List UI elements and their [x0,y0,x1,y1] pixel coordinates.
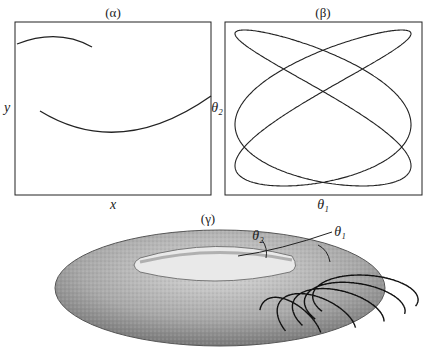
plot-frame [225,22,422,195]
axis-label: θ₁ [317,198,329,212]
trajectory-arc [17,37,92,47]
angle-marker [238,232,332,256]
axis-label: θ₁ [334,225,346,239]
panel-label: (α) [105,6,120,19]
panel-label: (γ) [201,212,215,225]
angle-marker [318,245,330,262]
panel-label: (β) [315,6,330,19]
axis-label: θ₂ [211,101,223,115]
axis-label: θ₂ [252,229,264,243]
trajectory-arc [40,96,211,132]
axis-label: y [4,101,10,115]
lissajous-curve [235,30,411,186]
torus-hole [134,246,296,281]
torus-body [55,230,385,346]
torus-texture [55,230,385,346]
plot-frame [15,22,211,195]
hole-shade [140,252,292,262]
axis-label: x [110,198,116,212]
torus-trajectory [260,275,418,332]
